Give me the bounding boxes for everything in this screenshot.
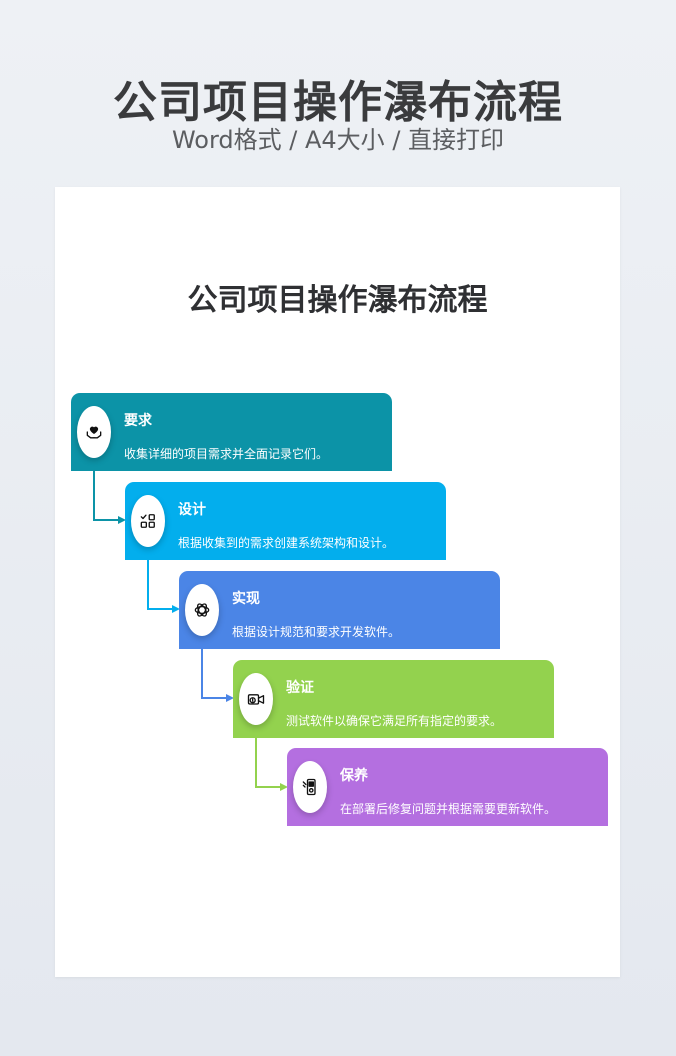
heart-in-hands-icon (77, 406, 111, 458)
step-card-design: 设计 根据收集到的需求创建系统架构和设计。 (125, 482, 446, 560)
step-description: 测试软件以确保它满足所有指定的要求。 (286, 714, 503, 728)
connector-2 (147, 560, 180, 613)
maintenance-device-icon (293, 761, 327, 813)
step-card-maintenance: 保养 在部署后修复问题并根据需要更新软件。 (287, 748, 608, 826)
openai-knot-icon (185, 584, 219, 636)
connector-4 (255, 738, 288, 791)
step-card-implementation: 实现 根据设计规范和要求开发软件。 (179, 571, 500, 649)
shapes-checklist-icon (131, 495, 165, 547)
step-description: 根据设计规范和要求开发软件。 (232, 625, 401, 639)
document-page: 公司项目操作瀑布流程 (55, 187, 620, 977)
step-description: 收集详细的项目需求并全面记录它们。 (124, 447, 329, 461)
step-title: 要求 (124, 413, 152, 429)
step-title: 实现 (232, 591, 260, 607)
step-description: 在部署后修复问题并根据需要更新软件。 (340, 802, 557, 816)
step-title: 验证 (286, 680, 314, 696)
connector-1 (93, 471, 126, 524)
step-title: 保养 (340, 768, 368, 784)
document-title: 公司项目操作瀑布流程 (187, 283, 488, 318)
connector-3 (201, 649, 234, 702)
video-camera-alert-icon (239, 673, 273, 725)
page-header-title: 公司项目操作瀑布流程 (113, 77, 563, 128)
step-card-verification: 验证 测试软件以确保它满足所有指定的要求。 (233, 660, 554, 738)
step-card-requirements: 要求 收集详细的项目需求并全面记录它们。 (71, 393, 392, 471)
step-title: 设计 (178, 502, 206, 518)
step-description: 根据收集到的需求创建系统架构和设计。 (178, 536, 395, 550)
page-header-subtitle: Word格式 / A4大小 / 直接打印 (171, 126, 505, 154)
